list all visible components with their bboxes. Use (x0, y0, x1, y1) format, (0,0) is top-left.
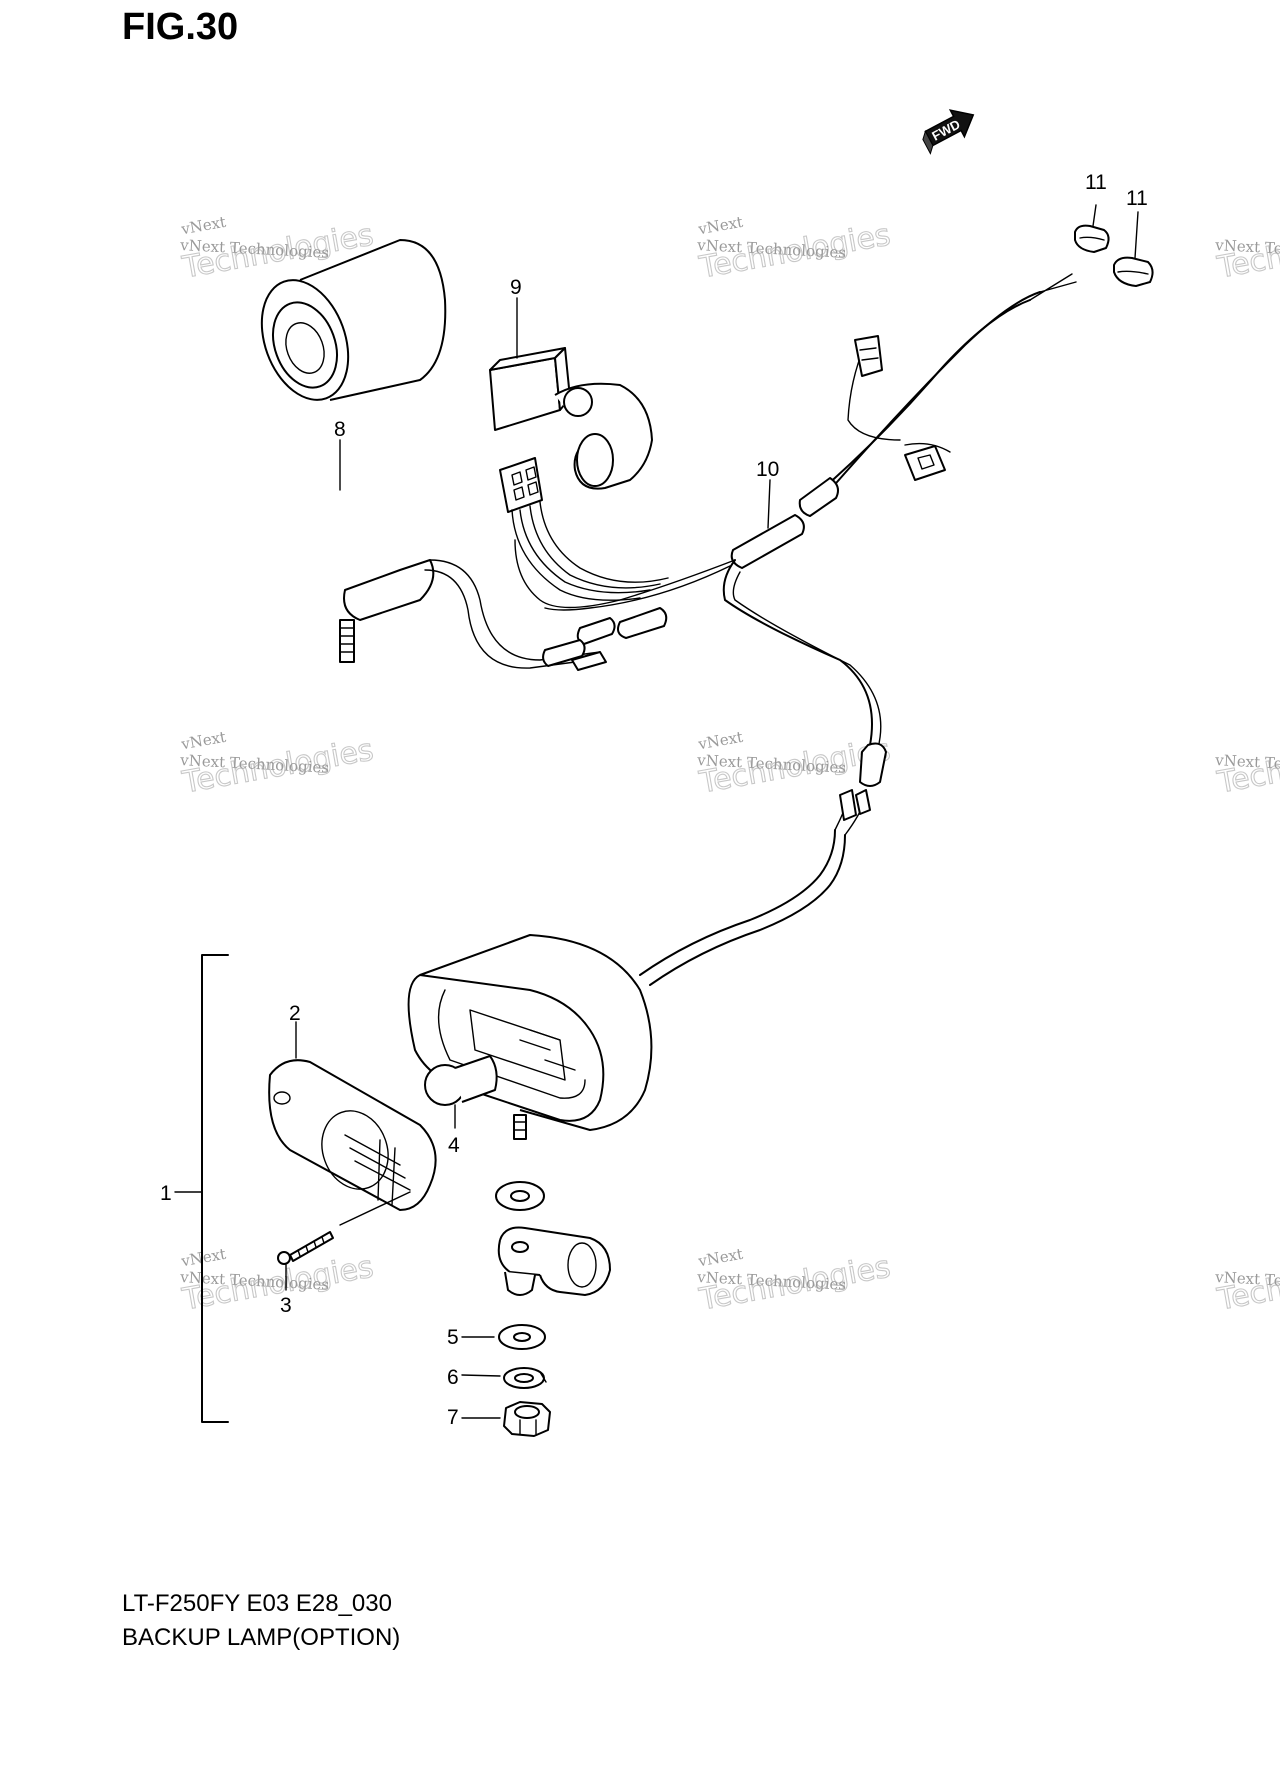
callout-10: 10 (756, 458, 779, 481)
wire-cap-part-11a (1074, 224, 1110, 253)
watermark-text: vNext (179, 1245, 227, 1271)
callout-8: 8 (334, 418, 346, 441)
watermark-text: vNext (696, 1245, 744, 1271)
figure-title: FIG.30 (122, 6, 239, 48)
screw-part-3 (277, 1231, 334, 1265)
watermark-text: vNext (179, 213, 227, 239)
wire-cap-part-11b (1113, 256, 1154, 287)
callout-3: 3 (280, 1294, 292, 1317)
fwd-label: FWD (929, 116, 962, 143)
relay-part-9 (489, 347, 669, 601)
leader-line (461, 1374, 501, 1377)
backup-lamp-part-8 (260, 239, 607, 671)
callout-11: 11 (1126, 187, 1148, 210)
assembly-bracket (174, 954, 229, 1423)
lens-part-2 (268, 1059, 437, 1211)
washer-part-5 (498, 1324, 546, 1350)
model-code: LT-F250FY E03 E28_030 (122, 1590, 392, 1617)
callout-11: 11 (1085, 171, 1107, 194)
callout-7: 7 (447, 1406, 459, 1429)
watermark-text: vNext (179, 728, 227, 754)
watermark-text: vNext (696, 213, 744, 239)
forward-arrow-icon: FWD (922, 109, 975, 155)
callout-5: 5 (447, 1326, 459, 1349)
diagram-caption: BACKUP LAMP(OPTION) (122, 1624, 401, 1651)
bulb-part-4 (424, 1055, 498, 1106)
washer-upper (495, 1181, 545, 1211)
leader-line (767, 479, 771, 529)
leader-line (339, 1191, 411, 1226)
lock-washer-part-6 (503, 1367, 547, 1389)
callout-9: 9 (510, 276, 522, 299)
callout-4: 4 (448, 1134, 460, 1157)
callout-1: 1 (160, 1182, 172, 1205)
leader-line (1134, 211, 1139, 259)
mounting-stud (513, 1114, 527, 1140)
leader-line (1092, 204, 1097, 227)
watermark-text: vNext (696, 728, 744, 754)
wiring-harness-part-10 (514, 273, 1077, 787)
callout-2: 2 (289, 1002, 301, 1025)
nut-part-7 (503, 1401, 551, 1437)
mounting-bracket (497, 1226, 611, 1296)
callout-6: 6 (447, 1366, 459, 1389)
